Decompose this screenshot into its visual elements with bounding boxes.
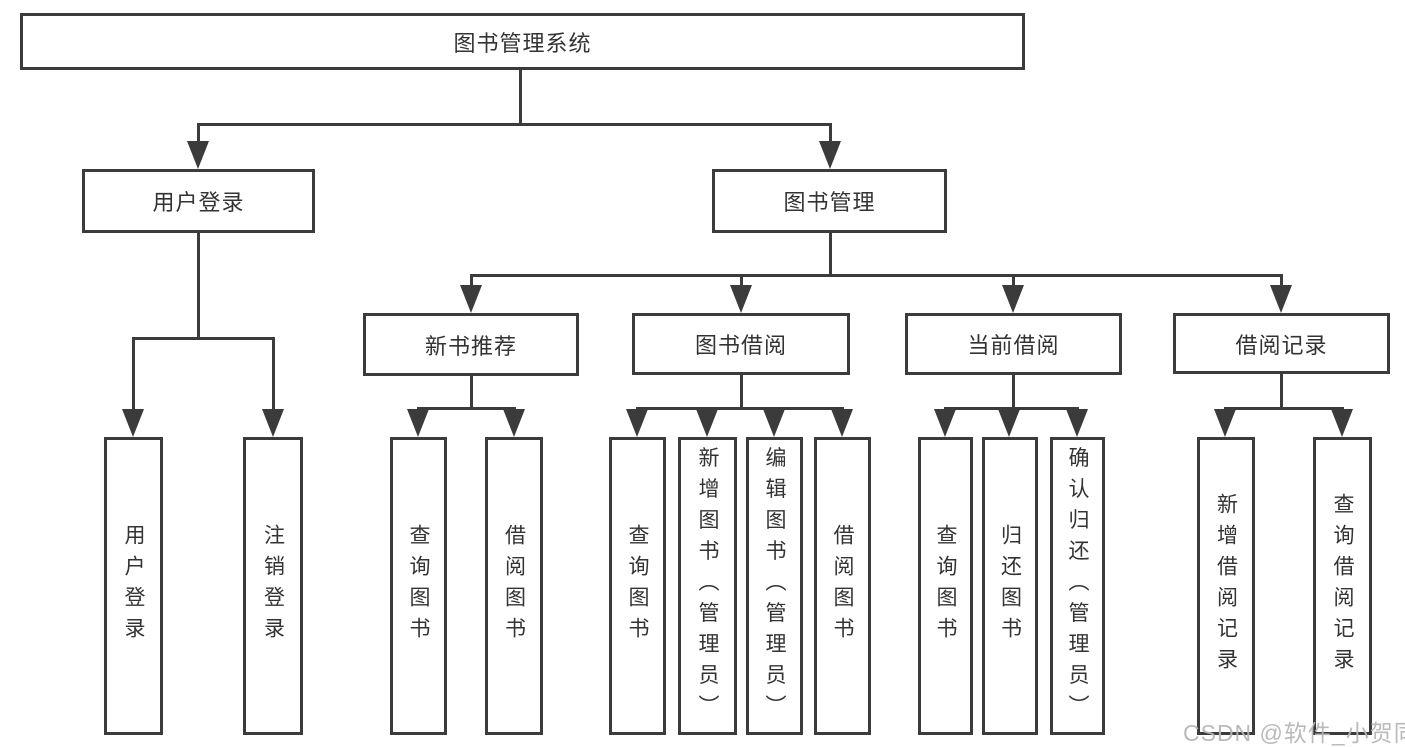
arrowhead-cb-leaf2 xyxy=(998,409,1020,437)
arrowhead-cb-leaf1 xyxy=(934,409,956,437)
arrowhead-user-login xyxy=(187,141,209,169)
connector-new-books-drop xyxy=(470,274,473,294)
leaf-edit-book-admin-label: 编辑图书（管理员） xyxy=(763,446,786,726)
leaf-query-books-current-label: 查询图书 xyxy=(934,524,957,648)
connector-level2-rail xyxy=(197,123,832,126)
node-root: 图书管理系统 xyxy=(20,13,1025,70)
node-root-label: 图书管理系统 xyxy=(453,30,592,56)
node-borrow-records: 借阅记录 xyxy=(1173,313,1390,374)
connector-user-login-drop xyxy=(197,123,200,151)
arrowhead-br-leaf1 xyxy=(1214,409,1236,437)
connector-root-stem xyxy=(519,70,522,126)
leaf-query-borrow-record: 查询借阅记录 xyxy=(1313,437,1372,735)
node-borrow-records-label: 借阅记录 xyxy=(1235,332,1328,358)
arrowhead-borrow xyxy=(730,285,752,313)
leaf-confirm-return-admin-label: 确认归还（管理员） xyxy=(1066,446,1089,726)
connector-new-books-rail xyxy=(417,407,516,410)
connector-borrow-drop xyxy=(740,274,743,294)
node-new-book-recommend: 新书推荐 xyxy=(363,313,579,376)
arrowhead-records xyxy=(1270,285,1292,313)
leaf-add-book-admin: 新增图书（管理员） xyxy=(678,437,737,735)
connector-records-stem xyxy=(1280,374,1283,410)
leaf-query-books-current: 查询图书 xyxy=(918,437,973,735)
leaf-borrow-books-new: 借阅图书 xyxy=(485,437,543,735)
node-current-borrow-label: 当前借阅 xyxy=(967,333,1060,358)
connector-user-login-rail xyxy=(132,337,275,340)
connector-current-stem xyxy=(1012,375,1015,410)
arrowhead-leaf-logout xyxy=(262,409,284,437)
leaf-logout-label: 注销登录 xyxy=(261,524,285,648)
connector-book-mgmt-stem xyxy=(829,233,832,277)
connector-leaf-login-drop xyxy=(132,337,135,417)
node-book-borrow: 图书借阅 xyxy=(632,313,850,375)
connector-records-drop xyxy=(1280,274,1283,294)
node-book-management: 图书管理 xyxy=(712,169,947,233)
leaf-query-books-new: 查询图书 xyxy=(390,437,447,735)
node-user-login-label: 用户登录 xyxy=(152,190,245,215)
connector-leaf-logout-drop xyxy=(272,337,275,417)
connector-new-books-stem xyxy=(470,376,473,410)
connector-current-drop xyxy=(1012,274,1015,294)
leaf-logout: 注销登录 xyxy=(243,437,303,735)
leaf-borrow-books-label: 借阅图书 xyxy=(831,524,854,648)
arrowhead-nb-leaf2 xyxy=(503,409,525,437)
node-user-login: 用户登录 xyxy=(82,169,315,233)
arrowhead-book-mgmt xyxy=(819,141,841,169)
arrowhead-nb-leaf1 xyxy=(407,409,429,437)
leaf-return-books-label: 归还图书 xyxy=(998,524,1022,648)
connector-book-mgmt-drop xyxy=(829,123,832,151)
leaf-return-books: 归还图书 xyxy=(982,437,1038,735)
leaf-user-login: 用户登录 xyxy=(104,437,163,735)
connector-current-rail xyxy=(944,407,1079,410)
connector-user-login-stem xyxy=(197,233,200,340)
leaf-confirm-return-admin: 确认归还（管理员） xyxy=(1050,437,1105,735)
leaf-query-books-borrow: 查询图书 xyxy=(609,437,666,735)
leaf-add-borrow-record: 新增借阅记录 xyxy=(1197,437,1255,735)
leaf-query-books-borrow-label: 查询图书 xyxy=(626,524,649,648)
leaf-borrow-books-new-label: 借阅图书 xyxy=(502,524,526,648)
leaf-borrow-books: 借阅图书 xyxy=(814,437,871,735)
node-book-borrow-label: 图书借阅 xyxy=(694,333,787,358)
watermark: CSDN @软件_小贺同学 xyxy=(1183,720,1405,746)
connector-level3-rail xyxy=(470,274,1282,277)
arrowhead-bb-leaf4 xyxy=(831,409,853,437)
connector-records-rail xyxy=(1224,407,1344,410)
leaf-query-borrow-record-label: 查询借阅记录 xyxy=(1331,493,1354,679)
leaf-query-books-new-label: 查询图书 xyxy=(407,524,430,648)
arrowhead-bb-leaf3 xyxy=(763,409,785,437)
leaf-user-login-label: 用户登录 xyxy=(122,524,145,648)
arrowhead-bb-leaf2 xyxy=(696,409,718,437)
node-new-book-recommend-label: 新书推荐 xyxy=(424,333,517,359)
arrowhead-cb-leaf3 xyxy=(1066,409,1088,437)
connector-borrow-stem xyxy=(740,375,743,410)
arrowhead-leaf-login xyxy=(122,409,144,437)
leaf-edit-book-admin: 编辑图书（管理员） xyxy=(746,437,803,735)
arrowhead-bb-leaf1 xyxy=(626,409,648,437)
arrowhead-new-books xyxy=(460,285,482,313)
leaf-add-borrow-record-label: 新增借阅记录 xyxy=(1214,493,1238,679)
arrowhead-current xyxy=(1002,285,1024,313)
node-book-management-label: 图书管理 xyxy=(783,190,876,215)
connector-borrow-rail xyxy=(636,407,844,410)
leaf-add-book-admin-label: 新增图书（管理员） xyxy=(696,446,719,726)
node-current-borrow: 当前借阅 xyxy=(905,313,1122,375)
arrowhead-br-leaf2 xyxy=(1331,409,1353,437)
